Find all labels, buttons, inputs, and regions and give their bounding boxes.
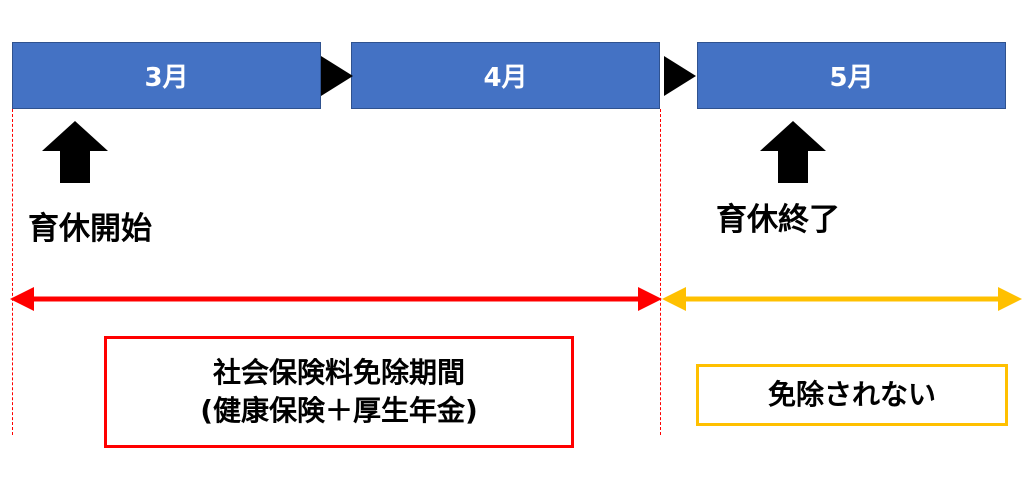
leave-end-label: 育休終了 — [716, 202, 840, 238]
triangle-right-icon — [321, 56, 353, 96]
not-exempt-box: 免除されない — [696, 364, 1008, 426]
month-bar-april: 4月 — [351, 42, 660, 109]
exempt-period-arrow — [10, 287, 662, 311]
not-exempt-label: 免除されない — [767, 378, 936, 411]
up-arrow-icon — [42, 121, 108, 183]
exempt-period-title: 社会保険料免除期間 — [212, 356, 465, 389]
boundary-guide-line — [660, 109, 661, 435]
not-exempt-arrow — [662, 287, 1022, 311]
up-arrow-icon — [760, 121, 826, 183]
exempt-period-detail: (健康保険＋厚生年金) — [200, 394, 478, 427]
leave-start-label: 育休開始 — [28, 211, 152, 247]
month-bar-march: 3月 — [12, 42, 321, 109]
start-guide-line — [12, 109, 13, 435]
exempt-period-box: 社会保険料免除期間 (健康保険＋厚生年金) — [104, 336, 574, 448]
month-bar-may: 5月 — [697, 42, 1006, 109]
triangle-right-icon — [664, 56, 696, 96]
month-label-march: 3月 — [144, 63, 189, 93]
month-label-may: 5月 — [829, 63, 874, 93]
month-label-april: 4月 — [483, 63, 528, 93]
